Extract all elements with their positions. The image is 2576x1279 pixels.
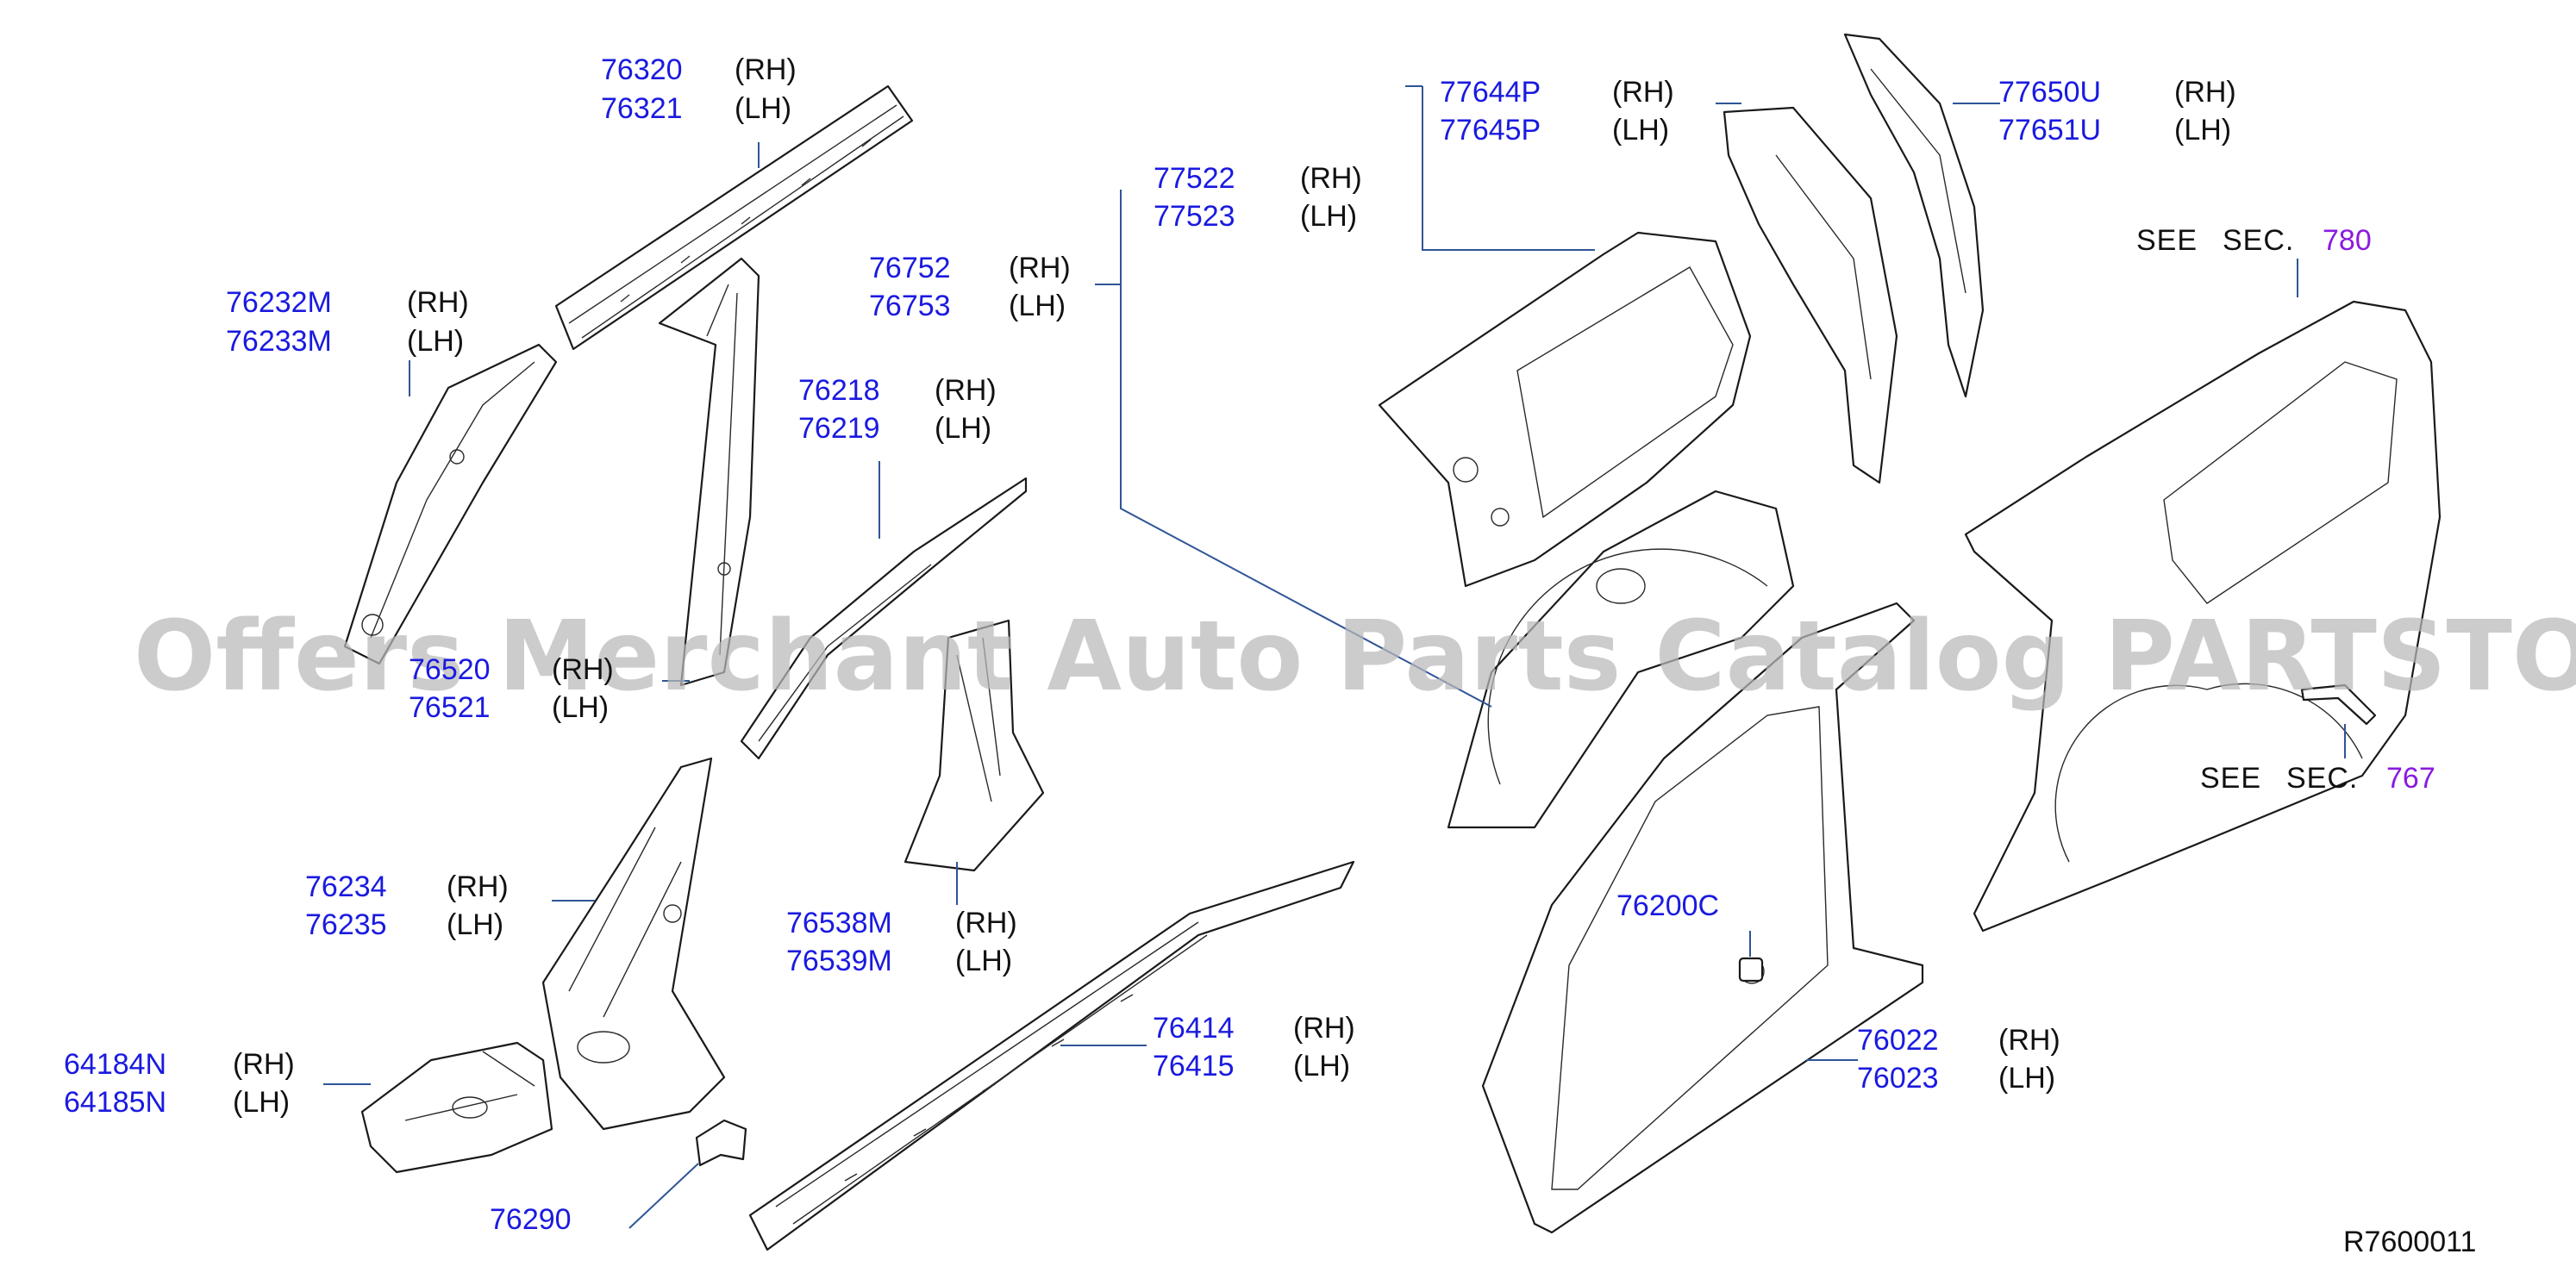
part-number-rh[interactable]: 77522 bbox=[1154, 162, 1235, 195]
leader-77644p bbox=[1405, 85, 1595, 251]
part-number-lh[interactable]: 76753 bbox=[869, 290, 951, 322]
rear-pillar-outer-part bbox=[1843, 33, 1985, 398]
side-tag-rh: (RH) bbox=[233, 1048, 295, 1081]
part-number-lh[interactable]: 64185N bbox=[64, 1086, 166, 1119]
part-number-lh[interactable]: 76415 bbox=[1153, 1050, 1235, 1082]
part-number-76290[interactable]: 76290 bbox=[490, 1203, 572, 1236]
rear-inner-panel-part bbox=[1378, 231, 1752, 588]
section-number[interactable]: 767 bbox=[2386, 762, 2435, 795]
part-number-rh[interactable]: 76232M bbox=[226, 286, 332, 319]
fastener-part bbox=[1738, 957, 1764, 983]
part-number-rh[interactable]: 76414 bbox=[1153, 1012, 1235, 1045]
callout-76520[interactable]: 76520 (RH) 76521 (LH) bbox=[409, 653, 614, 724]
side-tag-lh: (LH) bbox=[2174, 114, 2231, 147]
section-number[interactable]: 780 bbox=[2323, 224, 2372, 257]
wheel-house-part bbox=[1447, 490, 1795, 829]
callout-76232m[interactable]: 76232M (RH) 76233M (LH) bbox=[226, 286, 469, 358]
part-number-lh[interactable]: 76321 bbox=[601, 92, 683, 125]
part-number-lh[interactable]: 76539M bbox=[786, 945, 892, 977]
trim-strip-part bbox=[2300, 683, 2377, 726]
callout-77522[interactable]: 77522 (RH) 77523 (LH) bbox=[1154, 162, 1362, 233]
side-tag-rh: (RH) bbox=[1300, 162, 1362, 195]
part-number-rh[interactable]: 77650U bbox=[1998, 76, 2101, 109]
callout-77644p[interactable]: 77644P (RH) 77645P (LH) bbox=[1440, 76, 1674, 147]
side-tag-lh: (LH) bbox=[955, 945, 1012, 977]
callout-76022[interactable]: 76022 (RH) 76023 (LH) bbox=[1857, 1024, 2060, 1095]
reference-code: R7600011 bbox=[2343, 1226, 2476, 1258]
sill-outer-part bbox=[748, 860, 1355, 1251]
roof-side-rail-part bbox=[554, 84, 914, 351]
part-number-lh[interactable]: 76235 bbox=[305, 908, 387, 941]
sec-label: SEC. bbox=[2286, 762, 2358, 795]
sec-label: SEC. bbox=[2223, 224, 2294, 257]
side-tag-rh: (RH) bbox=[935, 374, 997, 407]
part-number-rh[interactable]: 76320 bbox=[601, 53, 683, 86]
rear-quarter-panel-part bbox=[1964, 300, 2442, 933]
part-number-rh[interactable]: 76538M bbox=[786, 907, 892, 939]
side-tag-rh: (RH) bbox=[407, 286, 469, 319]
part-number-rh[interactable]: 76218 bbox=[798, 374, 880, 407]
side-tag-lh: (LH) bbox=[1009, 290, 1066, 322]
bracket-part bbox=[695, 1119, 747, 1167]
part-number-rh[interactable]: 64184N bbox=[64, 1048, 166, 1081]
callout-64184n[interactable]: 64184N (RH) 64185N (LH) bbox=[64, 1048, 295, 1119]
leader-76290 bbox=[628, 1163, 699, 1229]
inner-front-pillar-part bbox=[541, 757, 726, 1131]
see-label: SEE bbox=[2136, 224, 2198, 257]
callout-77650u[interactable]: 77650U (RH) 77651U (LH) bbox=[1998, 76, 2236, 147]
part-number-lh[interactable]: 77645P bbox=[1440, 114, 1541, 147]
side-tag-lh: (LH) bbox=[1998, 1062, 2055, 1095]
callout-76752[interactable]: 76752 (RH) 76753 (LH) bbox=[869, 252, 1071, 322]
side-tag-rh: (RH) bbox=[447, 870, 509, 903]
part-number-lh[interactable]: 76233M bbox=[226, 325, 332, 358]
side-tag-lh: (LH) bbox=[1300, 200, 1357, 233]
see-label: SEE bbox=[2200, 762, 2261, 795]
leader-77522 bbox=[1095, 190, 1492, 708]
part-number-rh[interactable]: 77644P bbox=[1440, 76, 1541, 109]
side-tag-rh: (RH) bbox=[1998, 1024, 2060, 1057]
side-tag-rh: (RH) bbox=[1293, 1012, 1355, 1045]
watermark-text: Offers Merchant Auto Parts Catalog PARTS… bbox=[134, 601, 2576, 713]
part-number-lh[interactable]: 77651U bbox=[1998, 114, 2101, 147]
side-tag-lh: (LH) bbox=[447, 908, 503, 941]
callout-76234[interactable]: 76234 (RH) 76235 (LH) bbox=[305, 870, 509, 941]
see-section-767[interactable]: SEE SEC. 767 bbox=[2200, 762, 2435, 795]
side-tag-rh: (RH) bbox=[735, 53, 797, 86]
part-number-rh[interactable]: 76752 bbox=[869, 252, 951, 284]
dash-side-part bbox=[360, 1041, 553, 1174]
side-tag-rh: (RH) bbox=[1612, 76, 1674, 109]
front-pillar-part bbox=[343, 343, 558, 665]
side-tag-lh: (LH) bbox=[233, 1086, 290, 1119]
center-pillar-part bbox=[658, 257, 760, 687]
callout-76218[interactable]: 76218 (RH) 76219 (LH) bbox=[798, 374, 997, 445]
side-tag-lh: (LH) bbox=[735, 92, 791, 125]
part-number-lh[interactable]: 76219 bbox=[798, 412, 880, 445]
part-number-lh[interactable]: 77523 bbox=[1154, 200, 1235, 233]
side-tag-lh: (LH) bbox=[1612, 114, 1669, 147]
part-number-rh[interactable]: 76520 bbox=[409, 653, 491, 686]
callout-76538m[interactable]: 76538M (RH) 76539M (LH) bbox=[786, 907, 1017, 977]
side-tag-lh: (LH) bbox=[935, 412, 991, 445]
leader-lines bbox=[323, 85, 2346, 1229]
rear-roof-rail-part bbox=[740, 477, 1028, 760]
part-number-rh[interactable]: 76234 bbox=[305, 870, 387, 903]
part-number-76200c[interactable]: 76200C bbox=[1616, 889, 1719, 922]
side-tag-lh: (LH) bbox=[1293, 1050, 1350, 1082]
side-tag-rh: (RH) bbox=[1009, 252, 1071, 284]
callout-76414[interactable]: 76414 (RH) 76415 (LH) bbox=[1153, 1012, 1355, 1082]
side-tag-rh: (RH) bbox=[2174, 76, 2236, 109]
callout-76320[interactable]: 76320 (RH) 76321 (LH) bbox=[601, 53, 797, 125]
body-side-outer-part bbox=[1481, 602, 1924, 1234]
part-number-lh[interactable]: 76521 bbox=[409, 691, 491, 724]
part-number-lh[interactable]: 76023 bbox=[1857, 1062, 1939, 1095]
side-tag-rh: (RH) bbox=[955, 907, 1017, 939]
side-tag-lh: (LH) bbox=[407, 325, 464, 358]
side-tag-lh: (LH) bbox=[552, 691, 609, 724]
rear-pillar-inner-part bbox=[1723, 106, 1898, 484]
side-tag-rh: (RH) bbox=[552, 653, 614, 686]
see-section-780[interactable]: SEE SEC. 780 bbox=[2136, 224, 2372, 257]
part-number-rh[interactable]: 76022 bbox=[1857, 1024, 1939, 1057]
pillar-reinforcement-part bbox=[903, 619, 1045, 872]
